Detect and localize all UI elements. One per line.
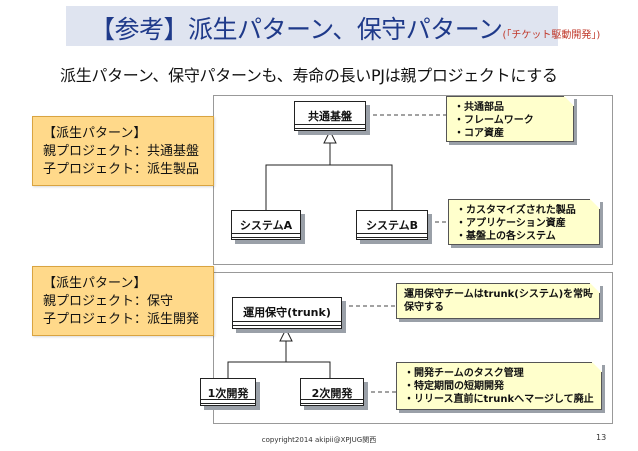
class-system-a: システムA	[231, 210, 301, 240]
slide-title: 【参考】派生パターン、保守パターン(「チケット駆動開発」)	[90, 10, 600, 46]
note-fold-icon	[590, 283, 600, 293]
class-system-b: システムB	[356, 210, 428, 240]
callout-2-line-3: 子プロジェクト：派生開発	[43, 312, 200, 327]
lead-text: 派生パターン、保守パターンも、寿命の長いPJは親プロジェクトにする	[60, 66, 558, 85]
note-line: 運用保守チームはtrunk(システム)を常時	[404, 289, 594, 300]
class-second-dev: 2次開発	[300, 378, 364, 406]
class-divider	[301, 403, 363, 404]
class-first-dev-name: 1次開発	[207, 387, 249, 400]
note-line: ・アプリケーション資産	[456, 218, 566, 229]
page-number: 13	[596, 433, 607, 442]
class-system-a-name: システムA	[239, 219, 293, 232]
slide-title-text: 【参考】派生パターン、保守パターン	[90, 15, 503, 44]
class-divider	[233, 325, 341, 326]
callout-2-line-1: 【派生パターン】	[43, 276, 147, 291]
note-line: ・基盤上の各システム	[456, 231, 556, 242]
title-bar	[66, 6, 558, 46]
note-line: 保守する	[404, 302, 444, 313]
callout-derivation-2: 【派生パターン】 親プロジェクト：保守 子プロジェクト：派生開発	[32, 266, 214, 336]
class-divider	[232, 233, 300, 234]
inherit-arrow-1	[323, 129, 337, 144]
copyright-footer: copyright2014 akipii@XPJUG関西	[261, 436, 377, 444]
class-first-dev: 1次開発	[200, 378, 256, 406]
class-divider	[295, 128, 365, 129]
callout-1-line-1: 【派生パターン】	[43, 126, 147, 141]
note-line: ・特定期間の短期開発	[404, 381, 504, 392]
callout-1-line-2: 親プロジェクト：共通基盤	[43, 144, 200, 159]
class-system-b-name: システムB	[365, 219, 419, 232]
note-fold-icon	[564, 96, 574, 106]
note-line: ・共通部品	[454, 102, 504, 113]
note-line: ・カスタマイズされた製品	[456, 205, 576, 216]
class-second-dev-name: 2次開発	[311, 387, 353, 400]
class-common-base-name: 共通基盤	[308, 110, 352, 123]
note-line: ・フレームワーク	[454, 115, 534, 126]
note-line: ・開発チームのタスク管理	[404, 368, 524, 379]
class-divider	[201, 403, 255, 404]
callout-1-line-3: 子プロジェクト：派生製品	[43, 162, 200, 177]
class-divider	[201, 399, 255, 400]
note-line: ・リリース直前にtrunkへマージして廃止	[404, 394, 594, 405]
class-divider	[295, 124, 365, 125]
class-maintenance-trunk: 運用保守(trunk)	[232, 297, 342, 329]
class-common-base: 共通基盤	[294, 101, 366, 131]
class-divider	[357, 237, 427, 238]
inherit-arrow-2	[279, 327, 293, 342]
note-line: ・コア資産	[454, 128, 504, 139]
note-maintenance-team: 運用保守チームはtrunk(システム)を常時 保守する	[396, 283, 600, 319]
class-divider	[301, 399, 363, 400]
class-divider	[232, 237, 300, 238]
callout-2-line-2: 親プロジェクト：保守	[43, 294, 174, 309]
note-fold-icon	[590, 199, 600, 209]
slide-title-note: (「チケット駆動開発」)	[502, 30, 601, 41]
note-products: ・カスタマイズされた製品 ・アプリケーション資産 ・基盤上の各システム	[448, 199, 600, 245]
class-maintenance-trunk-name: 運用保守(trunk)	[243, 306, 331, 319]
note-fold-icon	[592, 362, 602, 372]
note-dev-team: ・開発チームのタスク管理 ・特定期間の短期開発 ・リリース直前にtrunkへマー…	[396, 362, 602, 410]
callout-derivation-1: 【派生パターン】 親プロジェクト：共通基盤 子プロジェクト：派生製品	[32, 116, 214, 186]
inherit-branch-2	[227, 361, 331, 378]
inherit-branch-1	[265, 164, 393, 210]
class-divider	[233, 321, 341, 322]
note-common-parts: ・共通部品 ・フレームワーク ・コア資産	[446, 96, 574, 142]
class-divider	[357, 233, 427, 234]
